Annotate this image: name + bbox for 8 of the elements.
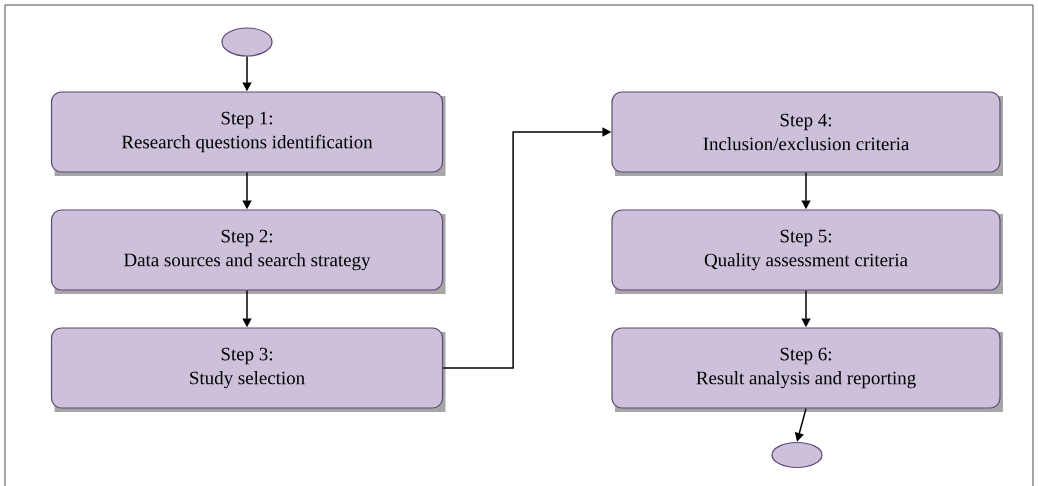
process-box: Step 6: Result analysis and reporting (611, 327, 1003, 412)
process-box: Step 5: Quality assessment criteria (611, 209, 1003, 294)
process-box: Step 2: Data sources and search strategy (50, 209, 446, 294)
terminal-ellipse (771, 441, 823, 469)
process-box: Step 4: Inclusion/exclusion criteria (611, 91, 1003, 176)
process-box: Step 3: Study selection (50, 327, 446, 412)
process-box: Step 1: Research questions identification (50, 91, 446, 176)
terminal-ellipse (221, 27, 273, 57)
